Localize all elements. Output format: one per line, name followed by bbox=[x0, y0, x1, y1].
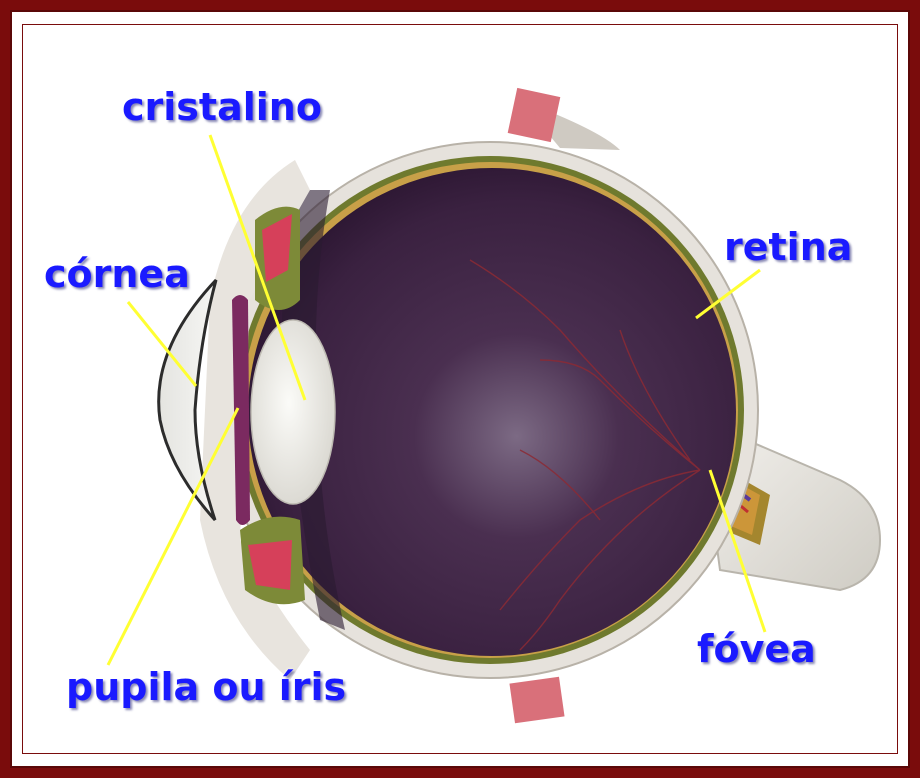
label-cornea: córnea bbox=[44, 255, 190, 293]
label-pupila: pupila ou íris bbox=[66, 668, 346, 706]
label-fovea: fóvea bbox=[697, 630, 816, 668]
lens bbox=[251, 320, 335, 504]
label-retina: retina bbox=[724, 228, 852, 266]
label-cristalino: cristalino bbox=[122, 88, 322, 126]
